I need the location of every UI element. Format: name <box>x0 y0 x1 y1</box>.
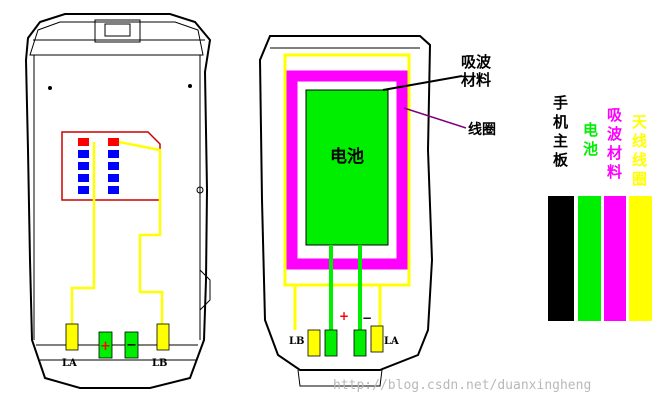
svg-text:波: 波 <box>607 125 623 143</box>
absorbing-material <box>286 70 408 270</box>
battery-contact-plus-right <box>324 329 338 357</box>
pad-lb-left <box>156 323 170 351</box>
legend-label-battery: 电 池 <box>583 121 598 158</box>
right-phone: 电池 + − LB LA 吸波 材料 线圈 <box>258 35 496 387</box>
svg-text:材: 材 <box>607 144 622 162</box>
left-coil-traces <box>70 140 164 326</box>
pad-lb-right <box>307 329 321 357</box>
svg-text:池: 池 <box>583 140 598 158</box>
svg-text:电: 电 <box>583 121 598 139</box>
legend-swatch-absorber <box>604 196 626 321</box>
battery-leads <box>329 245 362 335</box>
pad-lb-label-right: LB <box>289 336 304 347</box>
coil-callout-label: 线圈 <box>468 121 496 138</box>
legend-label-absorber: 吸 波 材 料 <box>607 106 623 181</box>
plus-sign-right: + <box>339 309 349 323</box>
right-phone-outline <box>258 35 434 371</box>
minus-sign-left: − <box>126 338 137 353</box>
svg-text:板: 板 <box>553 151 569 169</box>
coil-callout-line <box>403 107 467 129</box>
battery-label: 电池 <box>330 146 364 167</box>
legend: 手 机 主 板 电 池 吸 波 材 料 天 线 线 圈 <box>548 94 652 321</box>
pad-la-left <box>65 323 79 351</box>
svg-text:主: 主 <box>553 132 568 150</box>
absorber-callout-line <box>382 75 463 91</box>
battery-contact-plus-left <box>98 331 113 359</box>
svg-text:线: 线 <box>632 151 647 169</box>
svg-text:料: 料 <box>607 163 622 181</box>
left-phone-outline <box>24 13 212 389</box>
left-phone: + − LA LB <box>24 13 212 389</box>
watermark-text: http://blog.csdn.net/duanxingheng <box>333 378 591 393</box>
pad-lb-label-left: LB <box>152 358 167 369</box>
battery-contact-minus-left <box>124 331 139 359</box>
absorber-callout-line1: 吸波 <box>461 53 492 71</box>
legend-label-coil: 天 线 线 圈 <box>632 113 648 188</box>
legend-swatch-coil <box>629 196 652 321</box>
legend-swatch-mainboard <box>548 196 574 321</box>
sim-contacts <box>78 138 119 194</box>
legend-swatch-battery <box>578 196 601 321</box>
pad-la-right <box>370 325 384 353</box>
svg-text:线: 线 <box>632 132 647 150</box>
svg-text:吸: 吸 <box>607 106 623 124</box>
svg-text:手: 手 <box>553 94 568 112</box>
absorber-callout-line2: 材料 <box>461 71 491 89</box>
svg-text:圈: 圈 <box>632 170 647 188</box>
pad-la-label-right: LA <box>384 336 399 347</box>
legend-label-mainboard: 手 机 主 板 <box>553 94 569 169</box>
pad-la-label-left: LA <box>62 358 77 369</box>
svg-text:天: 天 <box>632 113 648 131</box>
antenna-coil <box>283 53 411 287</box>
minus-sign-right: − <box>362 311 372 325</box>
svg-text:机: 机 <box>553 113 568 131</box>
battery <box>305 89 389 246</box>
battery-contact-minus-right <box>353 329 367 357</box>
plus-sign-left: + <box>100 339 111 354</box>
